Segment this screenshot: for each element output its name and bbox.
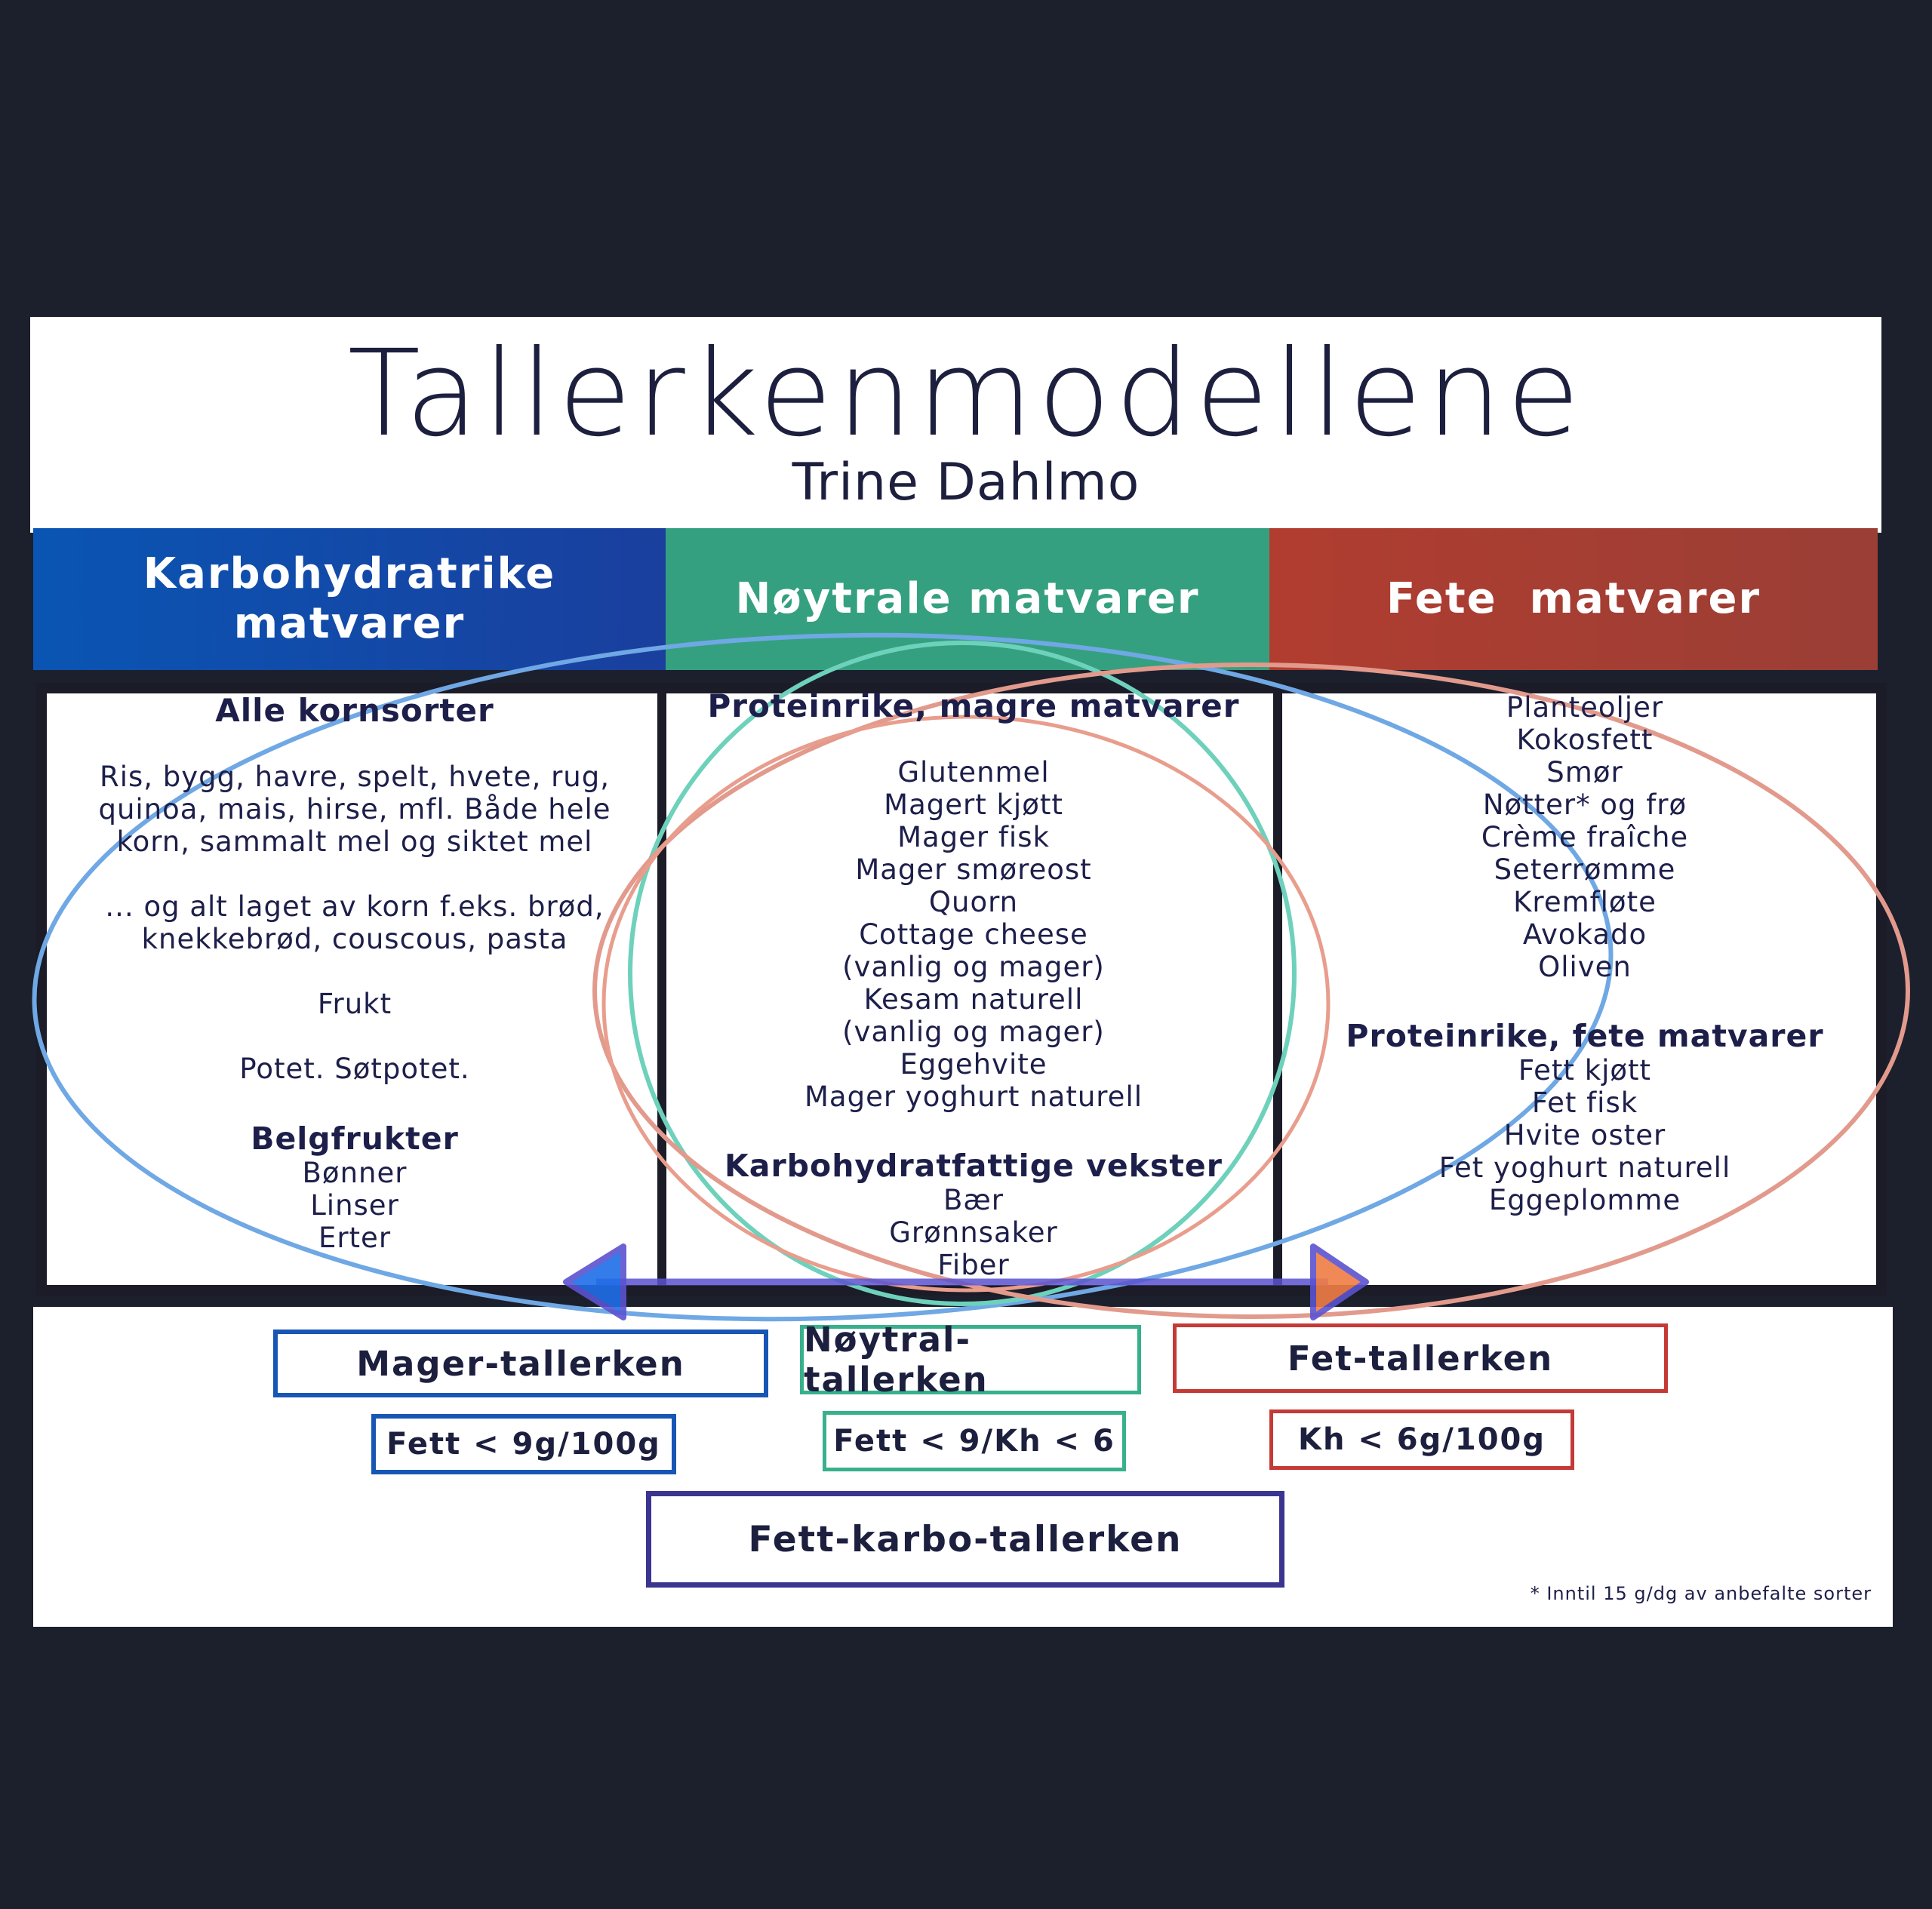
list-item: Planteoljer	[1506, 691, 1664, 724]
list-item: Mager smøreost	[855, 853, 1092, 886]
list-item: Magert kjøtt	[884, 788, 1063, 821]
list-item: Oliven	[1538, 951, 1632, 983]
list-item: Kremfløte	[1513, 886, 1657, 918]
category-fat-header: Fete matvarer	[1269, 528, 1878, 670]
fett-karbo-plate-text: Fett-karbo-tallerken	[748, 1518, 1183, 1560]
noytral-plate-label: Nøytral-tallerken	[800, 1320, 1141, 1400]
list-item: Smør	[1546, 756, 1623, 788]
mager-plate-rule: Fett < 9g/100g	[371, 1414, 676, 1474]
list-item: Frukt	[317, 988, 392, 1020]
list-item: Quorn	[928, 886, 1019, 918]
spacer	[53, 955, 657, 988]
list-item: (vanlig og mager)	[842, 1016, 1105, 1048]
carb-heading: Alle kornsorter	[215, 692, 494, 729]
noytral-plate-text: Nøytral-tallerken	[804, 1320, 989, 1400]
category-fat-label: Fete matvarer	[1386, 574, 1761, 623]
noytral-rule-text: Fett < 9/Kh < 6	[833, 1424, 1115, 1459]
list-item: Bønner	[302, 1157, 408, 1189]
fat-protein-heading: Proteinrike, fete matvarer	[1346, 1018, 1824, 1054]
list-item: Crème fraîche	[1481, 821, 1689, 853]
footnote: * Inntil 15 g/dg av anbefalte sorter	[1530, 1583, 1872, 1604]
lowcarb-veg-heading: Karbohydratfattige vekster	[724, 1148, 1223, 1184]
list-item: Eggehvite	[900, 1048, 1048, 1081]
page-title: Tallerkenmodellene	[347, 324, 1585, 463]
list-item: Potet. Søtpotet.	[239, 1053, 470, 1085]
list-item: Mager fisk	[897, 821, 1050, 853]
list-item: Fett kjøtt	[1518, 1054, 1652, 1087]
carb-food-list: Alle kornsorter Ris, bygg, havre, spelt,…	[53, 692, 657, 1255]
list-item: Glutenmel	[897, 756, 1050, 788]
list-item: Mager yoghurt naturell	[804, 1081, 1143, 1113]
list-item: (vanlig og mager)	[842, 951, 1105, 983]
list-item: Fet yoghurt naturell	[1438, 1151, 1731, 1184]
spacer	[53, 858, 657, 890]
list-item: knekkebrød, couscous, pasta	[141, 923, 568, 955]
list-item: Fet fisk	[1531, 1087, 1638, 1119]
spacer	[53, 1020, 657, 1053]
list-item: Nøtter* og frø	[1482, 788, 1687, 821]
list-item: Fiber	[937, 1249, 1010, 1281]
fet-rule-text: Kh < 6g/100g	[1297, 1422, 1546, 1457]
list-item: Hvite oster	[1503, 1119, 1666, 1151]
list-item: Eggeplomme	[1488, 1184, 1681, 1216]
list-item: ... og alt laget av korn f.eks. brød,	[105, 890, 605, 923]
author-name: Trine Dahlmo	[792, 453, 1140, 512]
category-neutral-label: Nøytrale matvarer	[735, 574, 1200, 623]
fett-karbo-plate-label: Fett-karbo-tallerken	[646, 1491, 1284, 1588]
lean-protein-heading: Proteinrike, magre matvarer	[707, 687, 1240, 724]
mager-plate-label: Mager-tallerken	[273, 1330, 768, 1397]
fet-plate-label: Fet-tallerken	[1173, 1323, 1668, 1393]
list-item: Cottage cheese	[859, 918, 1088, 951]
fet-plate-text: Fet-tallerken	[1287, 1338, 1554, 1379]
category-carb-header: Karbohydratrike matvarer	[33, 528, 666, 670]
list-item: Bær	[943, 1184, 1004, 1216]
noytral-plate-rule: Fett < 9/Kh < 6	[823, 1411, 1126, 1471]
list-item: Kokosfett	[1516, 724, 1654, 756]
list-item: Kesam naturell	[863, 983, 1084, 1016]
category-carb-label: Karbohydratrike matvarer	[143, 549, 556, 648]
carb-lines: Ris, bygg, havre, spelt, hvete, rug,quin…	[53, 761, 657, 1117]
list-item: korn, sammalt mel og siktet mel	[116, 825, 593, 858]
spacer	[53, 1085, 657, 1117]
fet-plate-rule: Kh < 6g/100g	[1269, 1409, 1574, 1470]
list-item: Seterrømme	[1494, 853, 1676, 886]
list-item: quinoa, mais, hirse, mfl. Både hele	[98, 793, 611, 825]
list-item: Avokado	[1522, 918, 1647, 951]
legumes-heading: Belgfrukter	[251, 1120, 459, 1157]
list-item: Grønnsaker	[889, 1216, 1058, 1249]
mager-plate-text: Mager-tallerken	[356, 1343, 685, 1384]
list-item: Linser	[310, 1189, 399, 1222]
list-item: Erter	[318, 1222, 392, 1254]
category-neutral-header: Nøytrale matvarer	[666, 528, 1269, 670]
header-sheet	[30, 317, 1881, 533]
mager-rule-text: Fett < 9g/100g	[386, 1427, 661, 1462]
list-item: Ris, bygg, havre, spelt, hvete, rug,	[99, 761, 611, 793]
